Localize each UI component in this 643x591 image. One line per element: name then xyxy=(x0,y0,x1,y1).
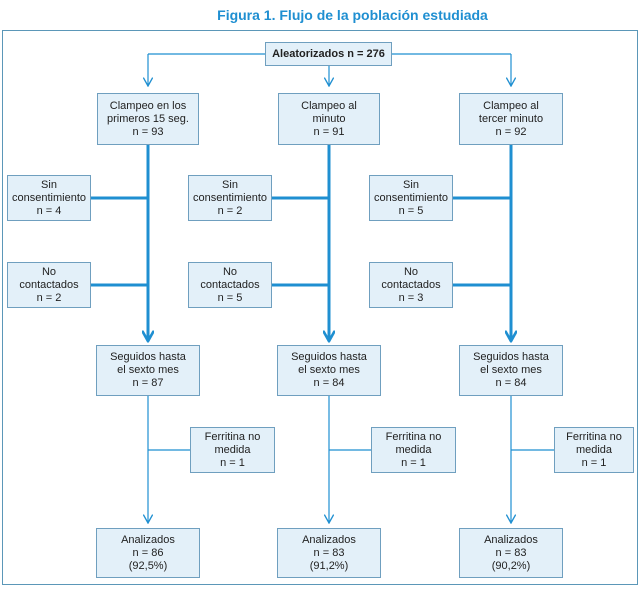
analizados-line-1: Analizados xyxy=(302,533,356,546)
seguidos-box-arm-3: Seguidos hasta el sexto mes n = 84 xyxy=(459,345,563,396)
group-box-arm-1: Clampeo en los primeros 15 seg. n = 93 xyxy=(97,93,199,145)
ferritina-line-2: medida xyxy=(214,443,251,456)
no-line-2: contactados xyxy=(19,278,79,291)
ferritina-box-arm-1: Ferritina no medida n = 1 xyxy=(190,427,275,473)
ferritina-box-arm-3: Ferritina no medida n = 1 xyxy=(554,427,634,473)
ferritina-line-1: Ferritina no xyxy=(204,430,261,443)
no-contactados-box-arm-3: No contactados n = 3 xyxy=(369,262,453,308)
ferritina-count: n = 1 xyxy=(401,456,426,469)
ferritina-count: n = 1 xyxy=(581,456,607,469)
group-line-1: Clampeo al xyxy=(301,99,357,112)
sin-consentimiento-box-arm-3: Sin consentimiento n = 5 xyxy=(369,175,453,221)
ferritina-line-1: Ferritina no xyxy=(566,430,622,443)
seguidos-line-1: Seguidos hasta xyxy=(110,351,186,363)
no-line-1: No xyxy=(41,265,57,278)
ferritina-line-1: Ferritina no xyxy=(385,430,442,443)
analizados-percent: (92,5%) xyxy=(128,559,168,572)
sin-line-2: consentimiento xyxy=(193,191,267,204)
diagram-frame xyxy=(2,30,638,585)
group-box-arm-3: Clampeo al tercer minuto n = 92 xyxy=(459,93,563,145)
sin-consentimiento-box-arm-1: Sin consentimiento n = 4 xyxy=(7,175,91,221)
no-contactados-box-arm-2: No contactados n = 5 xyxy=(188,262,272,308)
no-line-1: No xyxy=(222,265,238,278)
analizados-box-arm-2: Analizados n = 83 (91,2%) xyxy=(277,528,381,578)
seguidos-line-2: el sexto mes xyxy=(298,364,360,376)
no-count: n = 2 xyxy=(36,291,62,304)
seguidos-line-1: Seguidos hasta xyxy=(291,351,367,363)
group-line-1: Clampeo al xyxy=(483,99,539,112)
randomized-label: Aleatorizados n = 276 xyxy=(272,47,385,60)
no-count: n = 5 xyxy=(217,291,243,304)
seguidos-box-arm-2: Seguidos hasta el sexto mes n = 84 xyxy=(277,345,381,396)
sin-count: n = 2 xyxy=(217,204,243,217)
seguidos-line-2: el sexto mes xyxy=(480,364,542,376)
no-line-2: contactados xyxy=(200,278,260,291)
no-line-2: contactados xyxy=(381,278,441,291)
ferritina-count: n = 1 xyxy=(220,456,245,469)
no-contactados-box-arm-1: No contactados n = 2 xyxy=(7,262,91,308)
group-line-2: minuto xyxy=(312,112,346,125)
analizados-box-arm-1: Analizados n = 86 (92,5%) xyxy=(96,528,200,578)
sin-line-1: Sin xyxy=(222,178,238,191)
group-line-2: tercer minuto xyxy=(478,112,544,125)
group-count: n = 93 xyxy=(132,125,164,138)
analizados-percent: (91,2%) xyxy=(309,559,349,572)
analizados-line-1: Analizados xyxy=(484,533,538,546)
seguidos-count: n = 84 xyxy=(313,377,345,389)
seguidos-line-2: el sexto mes xyxy=(117,364,179,376)
randomized-box: Aleatorizados n = 276 xyxy=(265,42,392,66)
analizados-box-arm-3: Analizados n = 83 (90,2%) xyxy=(459,528,563,578)
sin-consentimiento-box-arm-2: Sin consentimiento n = 2 xyxy=(188,175,272,221)
ferritina-box-arm-2: Ferritina no medida n = 1 xyxy=(371,427,456,473)
no-count: n = 3 xyxy=(398,291,424,304)
sin-count: n = 4 xyxy=(36,204,62,217)
no-line-1: No xyxy=(403,265,419,278)
group-line-2: primeros 15 seg. xyxy=(107,112,189,125)
seguidos-count: n = 87 xyxy=(132,377,164,389)
sin-line-1: Sin xyxy=(403,178,419,191)
analizados-count: n = 86 xyxy=(132,546,164,559)
sin-line-2: consentimiento xyxy=(374,191,448,204)
seguidos-count: n = 84 xyxy=(495,377,527,389)
group-count: n = 91 xyxy=(313,125,345,138)
group-count: n = 92 xyxy=(495,125,527,138)
analizados-count: n = 83 xyxy=(313,546,345,559)
seguidos-line-1: Seguidos hasta xyxy=(473,351,549,363)
analizados-percent: (90,2%) xyxy=(491,559,531,572)
sin-count: n = 5 xyxy=(398,204,424,217)
sin-line-1: Sin xyxy=(41,178,57,191)
group-box-arm-2: Clampeo al minuto n = 91 xyxy=(278,93,380,145)
figure-title: Figura 1. Flujo de la población estudiad… xyxy=(217,7,488,23)
ferritina-line-2: medida xyxy=(395,443,432,456)
analizados-line-1: Analizados xyxy=(121,533,175,546)
ferritina-line-2: medida xyxy=(575,443,613,456)
seguidos-box-arm-1: Seguidos hasta el sexto mes n = 87 xyxy=(96,345,200,396)
analizados-count: n = 83 xyxy=(495,546,527,559)
group-line-1: Clampeo en los xyxy=(109,99,187,112)
sin-line-2: consentimiento xyxy=(12,191,86,204)
